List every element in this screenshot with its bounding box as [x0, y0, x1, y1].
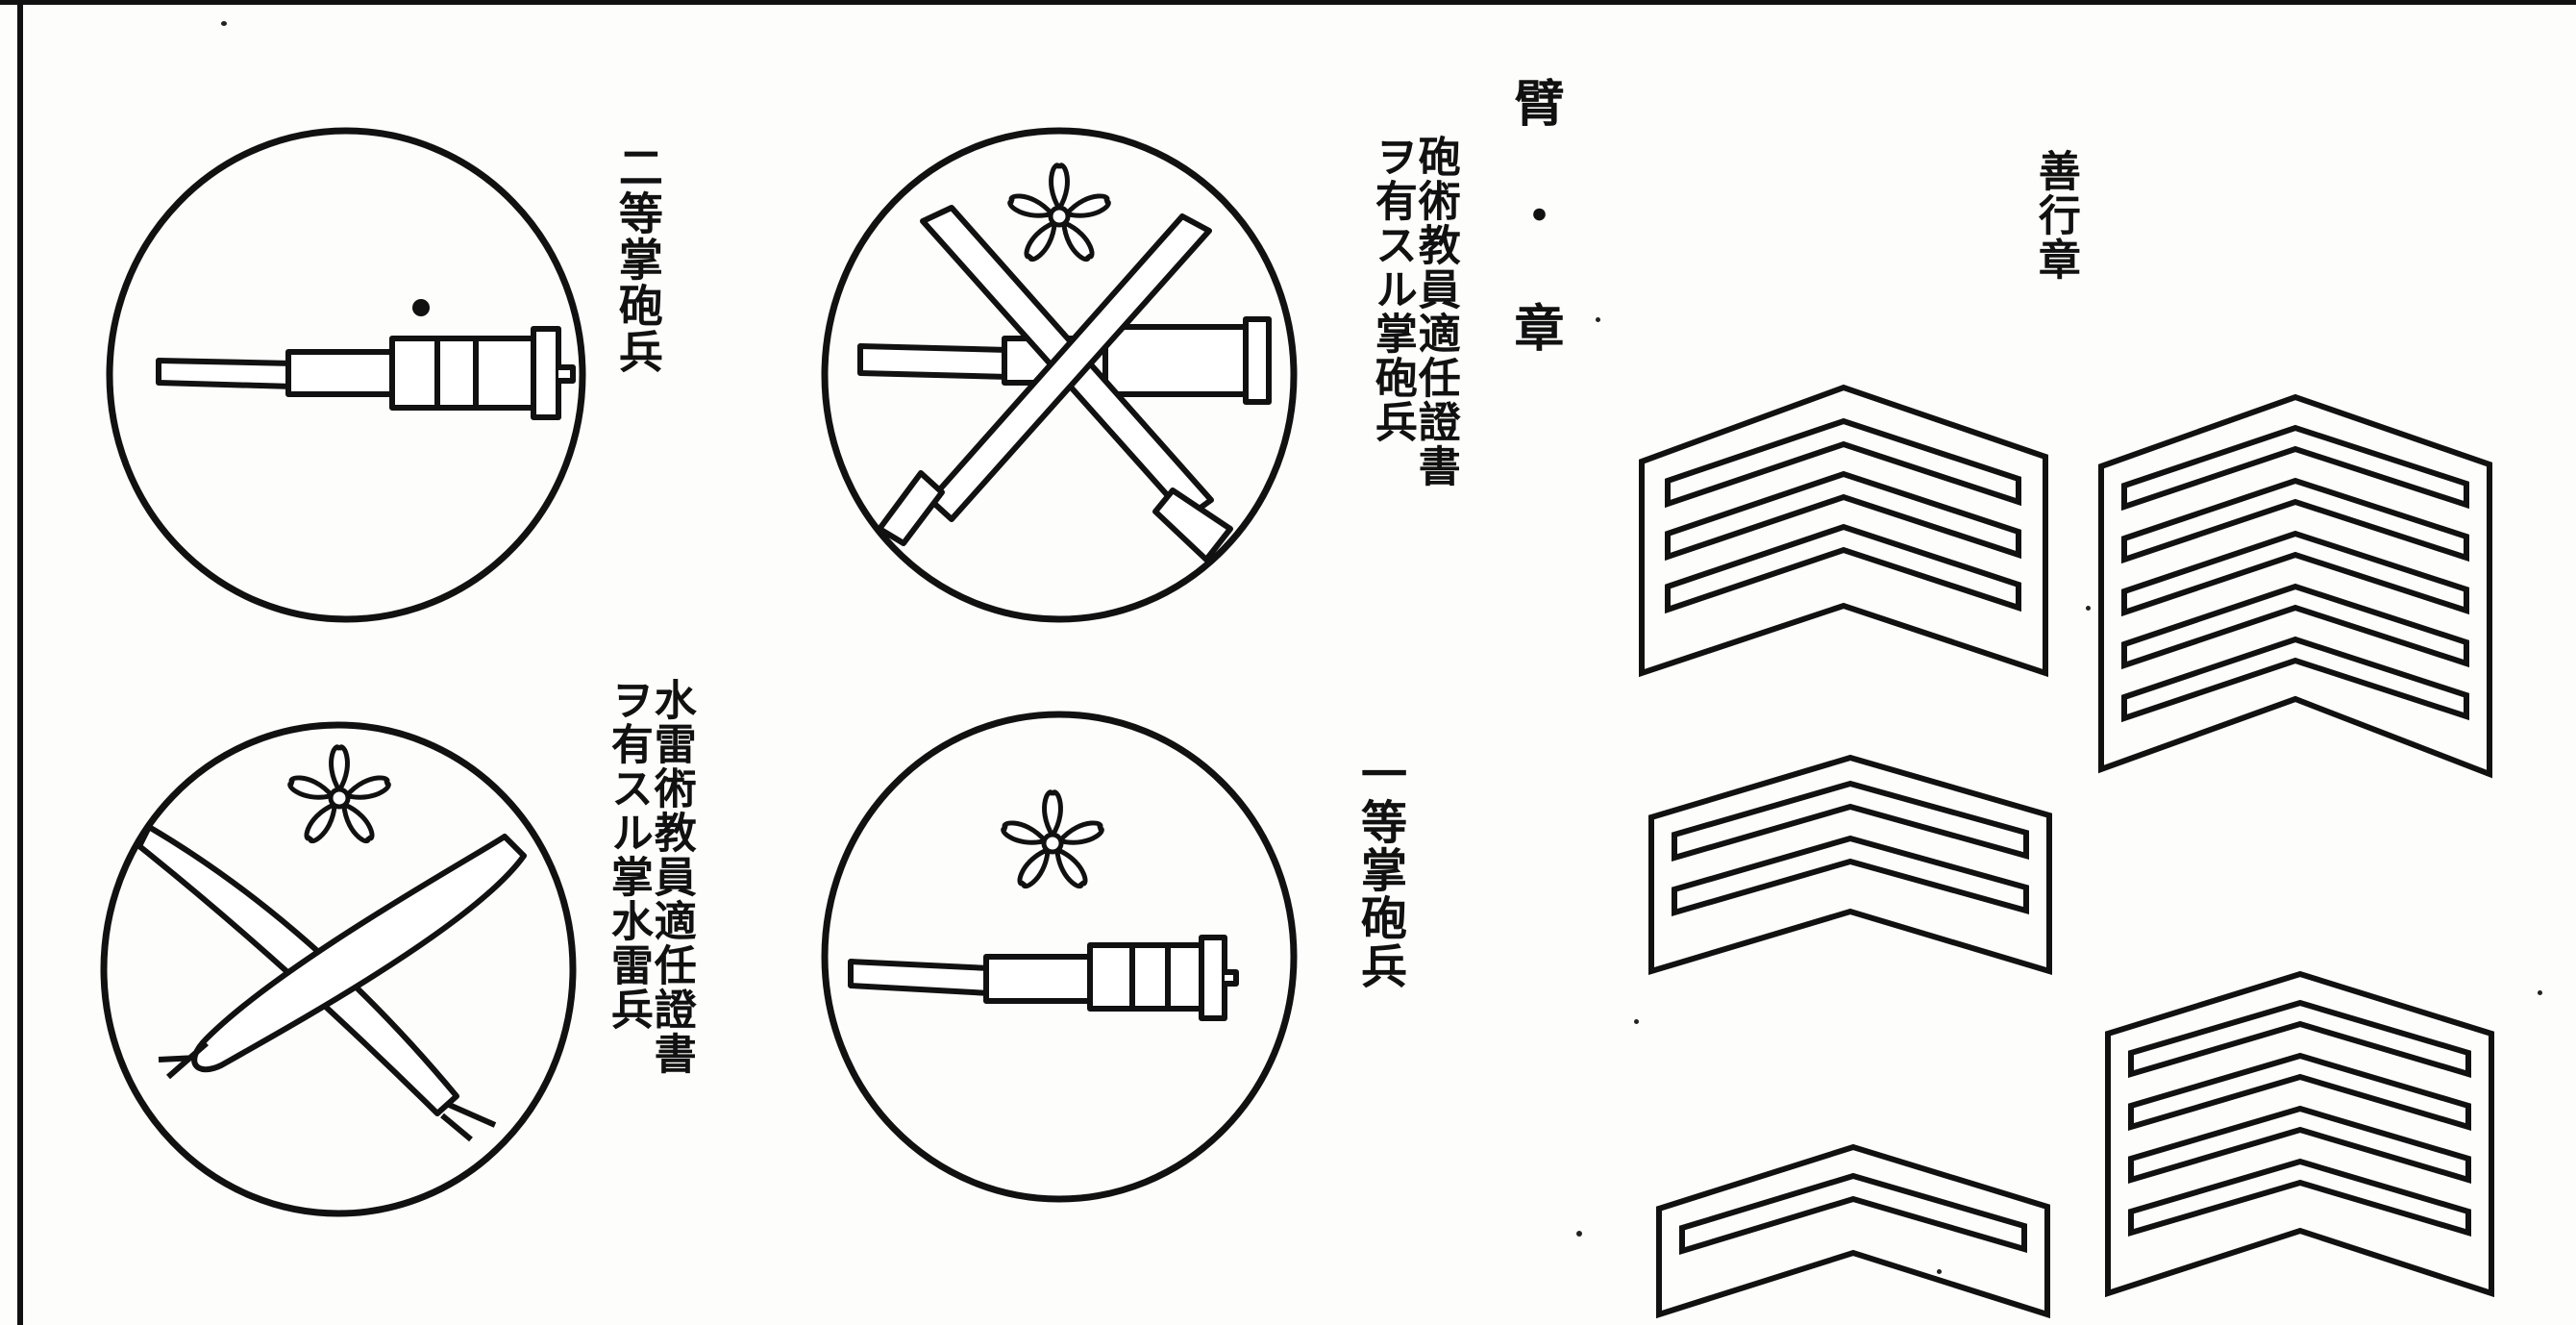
print-speck	[1596, 317, 1600, 322]
gunnery-instructor-badge	[821, 127, 1298, 623]
cherry-blossom-icon	[287, 744, 391, 844]
good-conduct-heading: 善行章	[2030, 149, 2080, 282]
chevron-5-stripe-badge	[2098, 393, 2492, 779]
second-class-gunner-badge	[106, 127, 586, 623]
caption-torpedo-instructor: 水雷術教員適任證書 ヲ有スル掌水雷兵	[603, 678, 696, 1076]
cherry-blossom-icon	[1001, 789, 1104, 889]
cherry-blossom-icon	[1007, 162, 1111, 262]
chevron-2-stripe-badge	[1648, 754, 2052, 976]
left-border-line	[17, 0, 23, 1325]
naval-gun-icon	[156, 326, 576, 420]
print-speck	[1576, 1231, 1582, 1237]
chevron-1-stripe-badge	[1656, 1143, 2050, 1319]
arm-badge-heading: 臂 ・ 章	[1505, 77, 1565, 354]
chevron-3-stripe-badge	[1639, 384, 2048, 678]
torpedo-instructor-badge	[100, 721, 577, 1217]
crossed-torpedoes-icon	[136, 824, 527, 1142]
print-speck	[2086, 606, 2091, 611]
caption-first-class-gunner: 一等掌砲兵	[1351, 750, 1406, 990]
print-speck	[2538, 990, 2542, 995]
chevron-4-stripe-badge	[2105, 970, 2494, 1298]
caption-gunnery-instructor: 砲術教員適任證書 ヲ有スル掌砲兵	[1367, 135, 1460, 488]
crossed-rifles-icon	[877, 205, 1233, 562]
print-speck	[1937, 1269, 1942, 1274]
caption-second-class-gunner: 二等掌砲兵	[611, 144, 664, 375]
naval-gun-icon	[848, 935, 1239, 1021]
top-border-line	[0, 0, 2576, 5]
print-speck	[1634, 1019, 1639, 1024]
first-class-gunner-badge	[821, 711, 1298, 1203]
print-speck	[221, 21, 227, 26]
